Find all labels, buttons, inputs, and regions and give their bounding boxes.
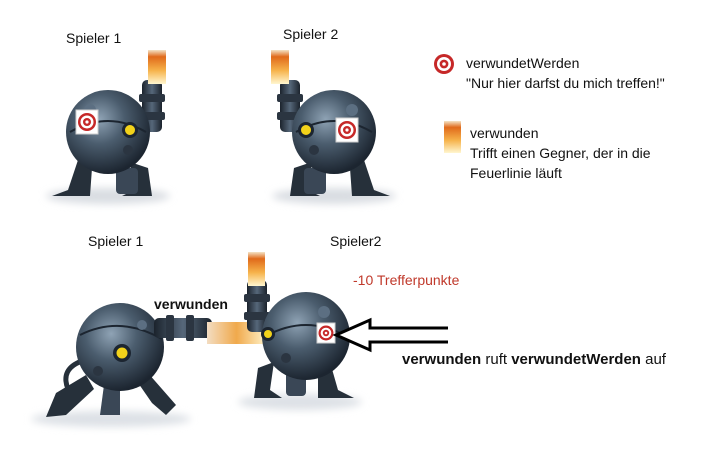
robot-top-right xyxy=(272,80,396,204)
target-icon xyxy=(335,117,359,147)
damage-text: -10 Trefferpunkte xyxy=(353,272,460,288)
flame-icon xyxy=(248,252,265,286)
bottom-player1-label: Spieler 1 xyxy=(88,233,144,249)
bottom-player2-label: Spieler2 xyxy=(330,233,382,249)
legend-target-name: verwundetWerden xyxy=(466,55,580,71)
arrow-left-icon xyxy=(332,317,448,353)
legend-fire-desc-line2: Feuerlinie läuft xyxy=(470,165,562,181)
call-explanation: verwunden ruft verwundetWerden auf xyxy=(402,351,666,368)
call-bold-2: verwundetWerden xyxy=(511,351,641,368)
shot-label: verwunden xyxy=(154,296,228,312)
legend-fire-name: verwunden xyxy=(470,125,539,141)
legend-target-icon xyxy=(433,53,455,80)
target-icon xyxy=(316,322,336,348)
top-player1-label: Spieler 1 xyxy=(66,30,122,46)
target-icon xyxy=(75,109,99,139)
flame-icon xyxy=(148,50,166,84)
call-bold-1: verwunden xyxy=(402,351,482,368)
legend-fire-desc-line1: Trifft einen Gegner, der in die xyxy=(470,145,651,161)
call-plain: ruft xyxy=(481,351,512,368)
robot-bottom-left xyxy=(31,303,212,427)
top-player2-label: Spieler 2 xyxy=(283,26,339,42)
call-end: auf xyxy=(640,351,666,368)
legend-flame-icon xyxy=(444,121,461,153)
flame-icon xyxy=(271,50,289,84)
legend-target-desc: "Nur hier darfst du mich treffen!" xyxy=(466,75,665,91)
robot-bottom-right xyxy=(238,280,362,410)
